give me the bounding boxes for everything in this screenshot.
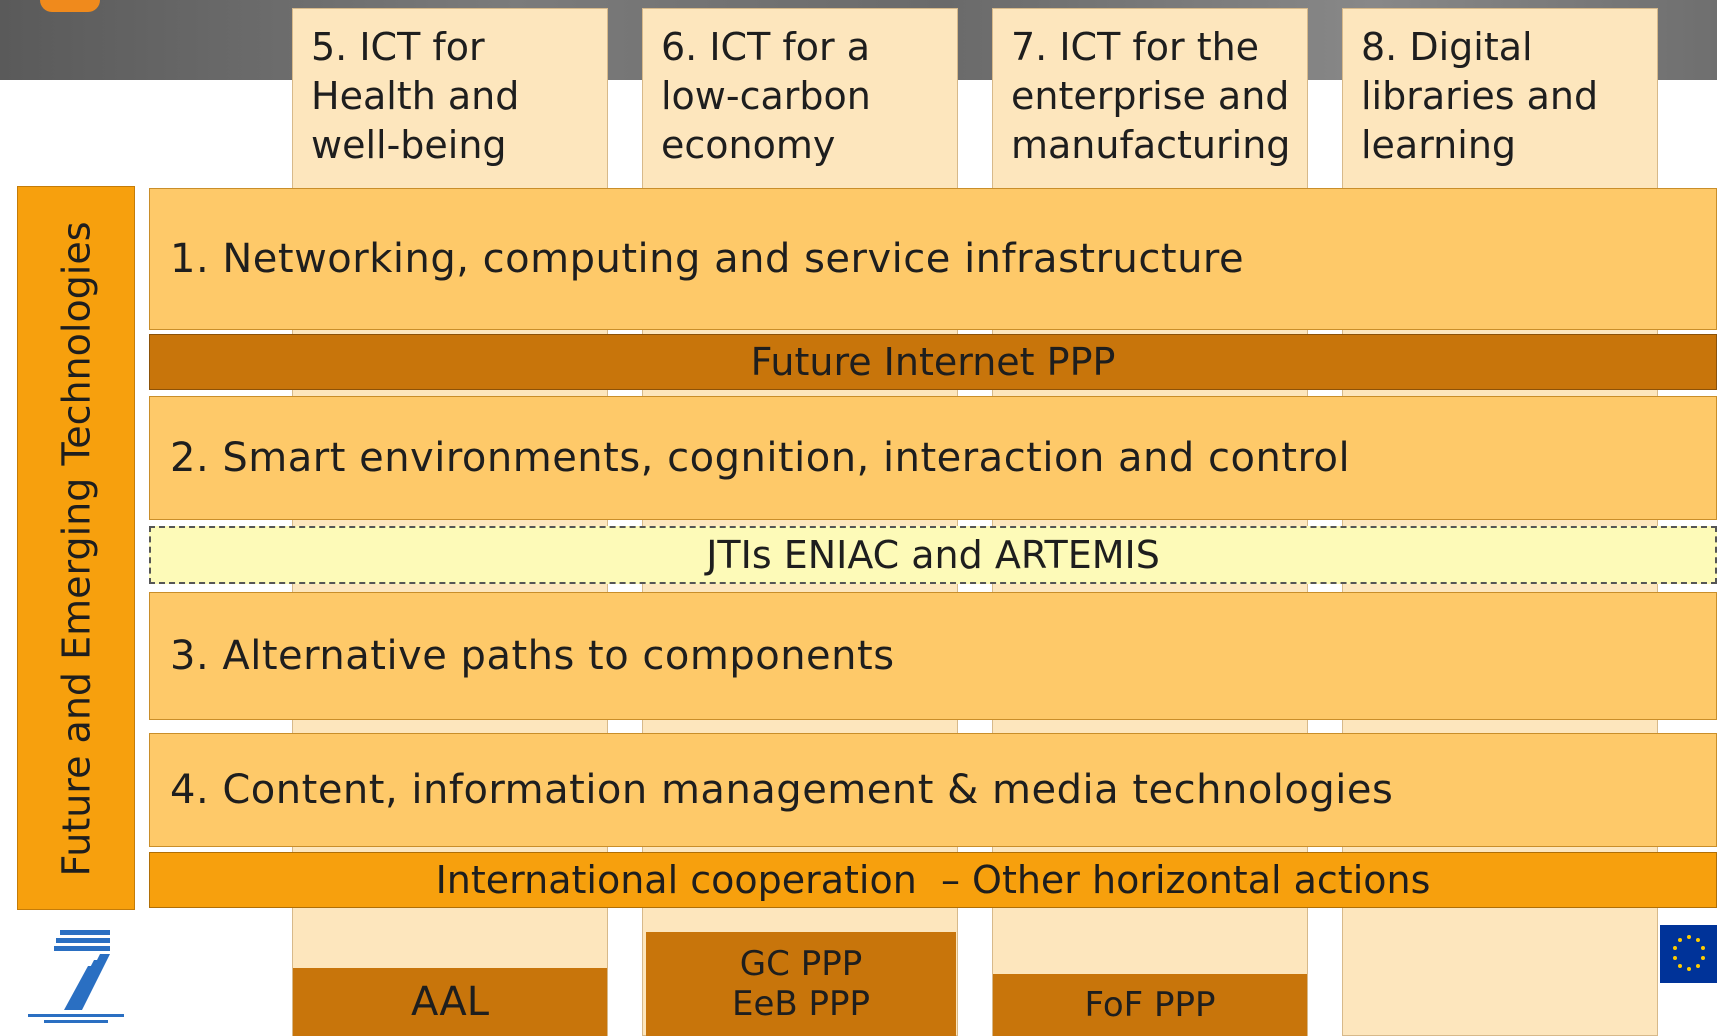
column-enterprise-label: 7. ICT for the enterprise and manufactur…: [1011, 25, 1291, 167]
strip-international: International cooperation – Other horizo…: [149, 852, 1717, 908]
band-content: 4. Content, information management & med…: [149, 733, 1717, 847]
strip-jti-label: JTIs ENIAC and ARTEMIS: [706, 533, 1160, 577]
strip-future-internet-label: Future Internet PPP: [750, 340, 1116, 384]
fof-ppp-label: FoF PPP: [1084, 985, 1216, 1025]
eu-flag-icon: [1660, 925, 1717, 983]
column-digital-libraries-label: 8. Digital libraries and learning: [1361, 25, 1599, 167]
fof-box: FoF PPP: [993, 974, 1307, 1036]
fp7-logo-icon: [24, 930, 128, 1028]
fet-sidebar: Future and Emerging Technologies: [17, 186, 135, 910]
aal-label: AAL: [410, 979, 490, 1025]
column-health-label: 5. ICT for Health and well-being: [311, 25, 520, 167]
band-smart-environments-label: 2. Smart environments, cognition, intera…: [170, 435, 1351, 481]
aal-box: AAL: [293, 968, 607, 1036]
gc-ppp-label: GC PPP: [739, 944, 863, 984]
band-networking-label: 1. Networking, computing and service inf…: [170, 236, 1245, 282]
eeb-ppp-label: EeB PPP: [731, 984, 871, 1024]
strip-jti: JTIs ENIAC and ARTEMIS: [149, 526, 1717, 584]
header-accent: [40, 0, 100, 12]
strip-international-label: International cooperation – Other horizo…: [435, 858, 1431, 902]
column-low-carbon-label: 6. ICT for a low-carbon economy: [661, 25, 871, 167]
band-alternative-paths: 3. Alternative paths to components: [149, 592, 1717, 720]
band-smart-environments: 2. Smart environments, cognition, intera…: [149, 396, 1717, 520]
fet-sidebar-label: Future and Emerging Technologies: [54, 221, 99, 877]
band-networking: 1. Networking, computing and service inf…: [149, 188, 1717, 330]
band-content-label: 4. Content, information management & med…: [170, 767, 1394, 813]
band-alternative-paths-label: 3. Alternative paths to components: [170, 633, 895, 679]
gc-eeb-box: GC PPP EeB PPP: [646, 932, 956, 1036]
strip-future-internet-ppp: Future Internet PPP: [149, 334, 1717, 390]
